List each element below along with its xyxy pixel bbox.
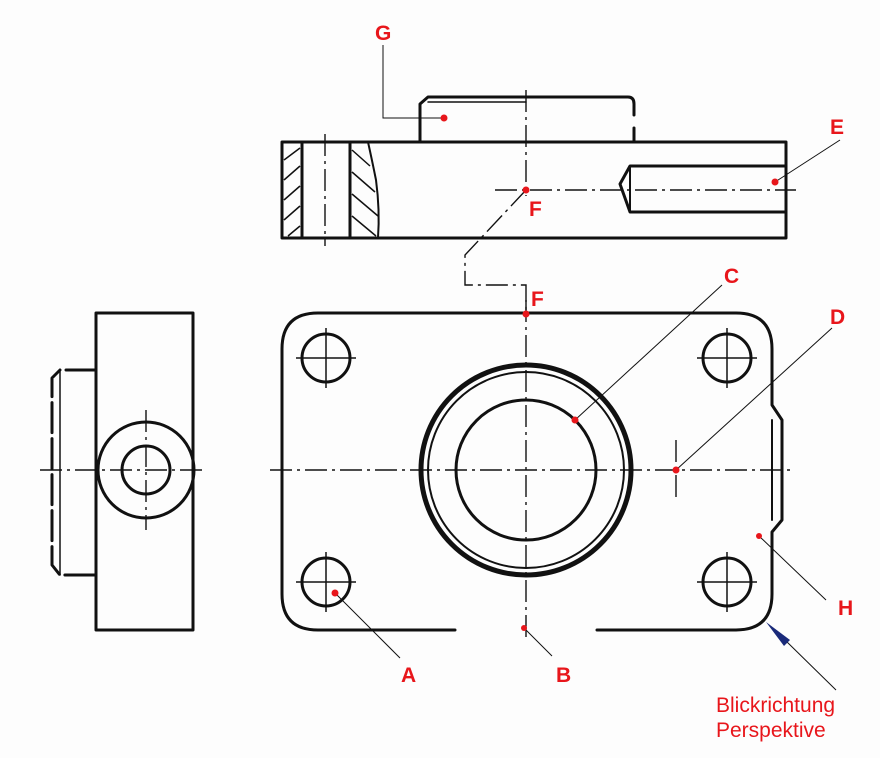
- label-b: B: [556, 664, 571, 687]
- label-h: H: [838, 597, 853, 620]
- leader-lines: [334, 45, 841, 691]
- caption-line-2: Perspektive: [716, 719, 826, 742]
- label-c: C: [724, 265, 739, 288]
- view-direction-arrow-icon: [766, 622, 790, 646]
- label-a: A: [401, 664, 416, 687]
- label-e: E: [830, 116, 844, 139]
- top-view: [280, 90, 796, 246]
- front-view: [270, 300, 790, 640]
- side-view: [40, 311, 205, 632]
- marker-dots: [331, 114, 779, 631]
- label-f-bottom: F: [531, 288, 544, 311]
- label-f-top: F: [529, 198, 542, 221]
- projection-line: [464, 189, 527, 314]
- label-g: G: [375, 22, 391, 45]
- caption-line-1: Blickrichtung: [716, 694, 835, 717]
- section-hatching: [283, 147, 379, 237]
- label-d: D: [830, 306, 845, 329]
